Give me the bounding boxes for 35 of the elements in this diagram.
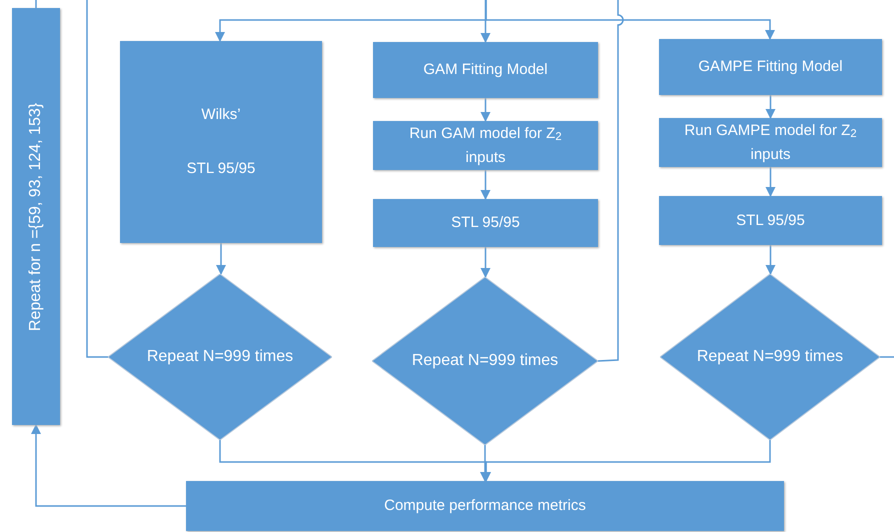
arrow (766, 95, 776, 119)
decision-text: Repeat N=999 times (146, 347, 294, 367)
process-text: STL 95/95 (186, 159, 256, 179)
process-text: Run GAM model for Z$_{2}$ inputs (408, 124, 563, 168)
decision-diamond (372, 277, 598, 445)
arrow (766, 245, 776, 275)
decision-text: Repeat N=999 times (412, 351, 558, 371)
arrow (31, 424, 186, 507)
process-text: STL 95/95 (451, 213, 520, 233)
process-box (373, 199, 598, 247)
process-box (373, 121, 598, 170)
process-text: STL 95/95 (736, 210, 805, 230)
arrow (480, 170, 490, 200)
decision-diamond (108, 274, 332, 440)
process-box (120, 41, 322, 243)
loop-text: Repeat for n ={59, 93, 124, 153} (26, 102, 45, 331)
arrow (480, 247, 490, 278)
process-box (659, 118, 882, 167)
process-text: GAM Fitting Model (423, 60, 548, 80)
process-text: Wilks’ (201, 105, 241, 125)
process-box (659, 196, 882, 245)
decision-text: Repeat N=999 times (696, 347, 844, 367)
process-box (373, 42, 598, 98)
process-text: GAMPE Fitting Model (698, 57, 843, 77)
arrow (480, 98, 490, 122)
arrow (216, 243, 226, 275)
decision-diamond (660, 274, 880, 440)
arrow (480, 0, 490, 43)
arrow (766, 167, 776, 197)
loop-bar (12, 8, 60, 425)
process-box (186, 481, 784, 531)
process-text: Compute performance metrics (384, 496, 586, 516)
process-box (659, 39, 882, 95)
arrow (485, 0, 775, 40)
process-text: Run GAMPE model for Z$_{2}$ inputs (683, 120, 858, 164)
